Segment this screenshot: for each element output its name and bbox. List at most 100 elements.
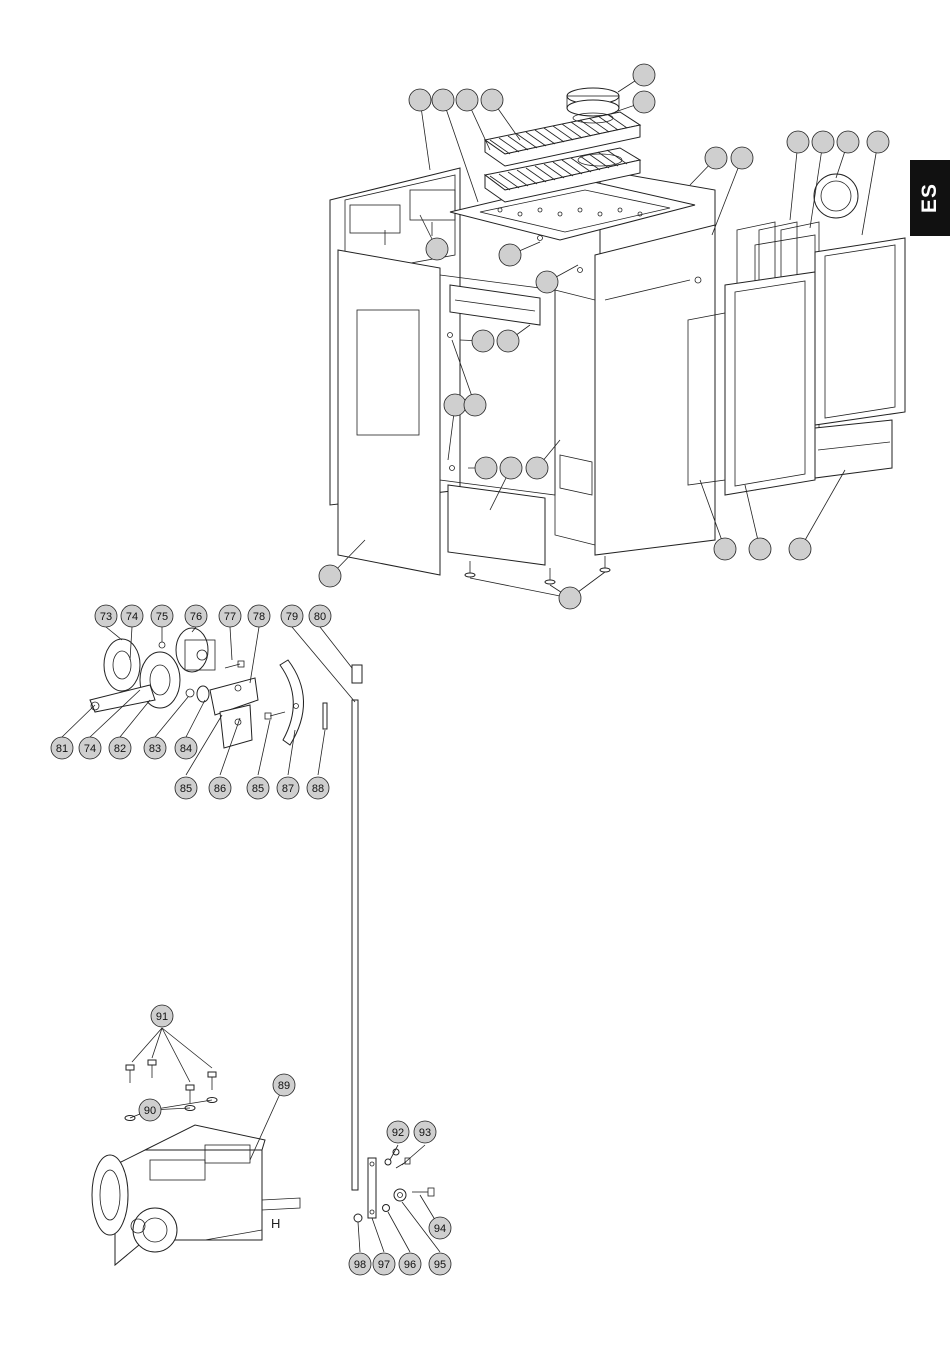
callout-number: 86 bbox=[214, 783, 226, 795]
callout-89: 89 bbox=[273, 1074, 295, 1096]
leader-line bbox=[162, 1028, 190, 1082]
motor-arm bbox=[262, 1198, 300, 1210]
pin-86 bbox=[270, 712, 285, 716]
bearing-washer bbox=[186, 689, 194, 697]
callout-73: 73 bbox=[95, 605, 117, 627]
callout-number: 90 bbox=[144, 1105, 156, 1117]
callout-bubble-empty bbox=[319, 565, 341, 587]
callout-74: 74 bbox=[79, 737, 101, 759]
callout-bubble-empty bbox=[456, 89, 478, 111]
callout-number: 84 bbox=[180, 743, 192, 755]
washer-95 bbox=[394, 1189, 406, 1201]
leader-line bbox=[318, 730, 325, 775]
callout-87: 87 bbox=[277, 777, 299, 799]
callout-number: 96 bbox=[404, 1259, 416, 1271]
callout-number: 76 bbox=[190, 611, 202, 623]
screw-91-head bbox=[126, 1065, 134, 1070]
leader-line bbox=[862, 142, 878, 235]
callout-number: 80 bbox=[314, 611, 326, 623]
flue-collar-bottom bbox=[567, 100, 619, 116]
callout-number: 81 bbox=[56, 743, 68, 755]
callout-bubble-empty bbox=[500, 457, 522, 479]
leader-line bbox=[250, 1085, 284, 1160]
callout-80: 80 bbox=[309, 605, 331, 627]
leader-line bbox=[132, 1028, 162, 1062]
callout-bubble-empty bbox=[731, 147, 753, 169]
callout-92: 92 bbox=[387, 1121, 409, 1143]
callout-96: 96 bbox=[399, 1253, 421, 1275]
bolt-94-head bbox=[428, 1188, 434, 1196]
callout-bubble-empty bbox=[464, 394, 486, 416]
right-side-panel bbox=[595, 225, 715, 555]
callout-bubble-empty bbox=[432, 89, 454, 111]
curved-lever bbox=[280, 660, 304, 745]
bracket-plate-lower bbox=[220, 705, 252, 748]
link-97 bbox=[368, 1158, 376, 1218]
callout-bubble-empty bbox=[787, 131, 809, 153]
motor-letter: H bbox=[271, 1216, 280, 1231]
callout-94: 94 bbox=[429, 1217, 451, 1239]
leader-line bbox=[402, 1145, 425, 1165]
callout-81: 81 bbox=[51, 737, 73, 759]
leader-line bbox=[320, 627, 352, 668]
callout-number: 91 bbox=[156, 1011, 168, 1023]
callout-85: 85 bbox=[247, 777, 269, 799]
callout-93: 93 bbox=[414, 1121, 436, 1143]
callout-84: 84 bbox=[175, 737, 197, 759]
callout-bubble-empty bbox=[472, 330, 494, 352]
callout-number: 73 bbox=[100, 611, 112, 623]
inner-column-cutout bbox=[560, 455, 592, 495]
leader-line bbox=[372, 1218, 384, 1252]
foot-base bbox=[465, 573, 475, 577]
callout-bubble-empty bbox=[749, 538, 771, 560]
line-drawing: H bbox=[62, 75, 905, 1265]
callout-number: 74 bbox=[84, 743, 96, 755]
foot-base bbox=[600, 568, 610, 572]
screw-91-head bbox=[208, 1072, 216, 1077]
pulley-left bbox=[104, 639, 140, 691]
callout-number: 78 bbox=[253, 611, 265, 623]
callout-number: 92 bbox=[392, 1127, 404, 1139]
callout-79: 79 bbox=[281, 605, 303, 627]
callout-number: 93 bbox=[419, 1127, 431, 1139]
callout-bubble-empty bbox=[789, 538, 811, 560]
callout-number: 87 bbox=[282, 783, 294, 795]
leader-line bbox=[62, 705, 95, 737]
callout-bubble-empty bbox=[705, 147, 727, 169]
leader-line bbox=[106, 627, 122, 640]
pin-88 bbox=[323, 703, 327, 729]
side-box-right bbox=[815, 238, 905, 425]
callout-bubble-empty bbox=[867, 131, 889, 153]
callout-number: 94 bbox=[434, 1223, 446, 1235]
screw bbox=[578, 268, 583, 273]
callout-75: 75 bbox=[151, 605, 173, 627]
front-vent-slot bbox=[450, 285, 540, 325]
motor-body bbox=[115, 1150, 262, 1265]
callout-number: 85 bbox=[252, 783, 264, 795]
callout-bubble-empty bbox=[837, 131, 859, 153]
side-box-front bbox=[725, 272, 815, 495]
language-tab[interactable]: ES bbox=[910, 160, 950, 236]
callout-bubble-empty bbox=[499, 244, 521, 266]
leader-line bbox=[250, 627, 259, 683]
leader-line bbox=[152, 1028, 162, 1058]
inner-column bbox=[555, 290, 595, 545]
long-rod bbox=[352, 700, 358, 1190]
left-side-panel bbox=[338, 250, 440, 575]
language-tab-label: ES bbox=[918, 183, 942, 213]
callout-number: 88 bbox=[312, 783, 324, 795]
callout-bubble-empty bbox=[444, 394, 466, 416]
callout-86: 86 bbox=[209, 777, 231, 799]
callout-76: 76 bbox=[185, 605, 207, 627]
leader-line bbox=[258, 720, 270, 775]
callout-74: 74 bbox=[121, 605, 143, 627]
callout-number: 97 bbox=[378, 1259, 390, 1271]
callout-bubble-empty bbox=[497, 330, 519, 352]
callout-85: 85 bbox=[175, 777, 197, 799]
callout-number: 89 bbox=[278, 1080, 290, 1092]
callout-number: 83 bbox=[149, 743, 161, 755]
nut-98 bbox=[354, 1214, 362, 1222]
foot-base bbox=[545, 580, 555, 584]
callout-95: 95 bbox=[429, 1253, 451, 1275]
